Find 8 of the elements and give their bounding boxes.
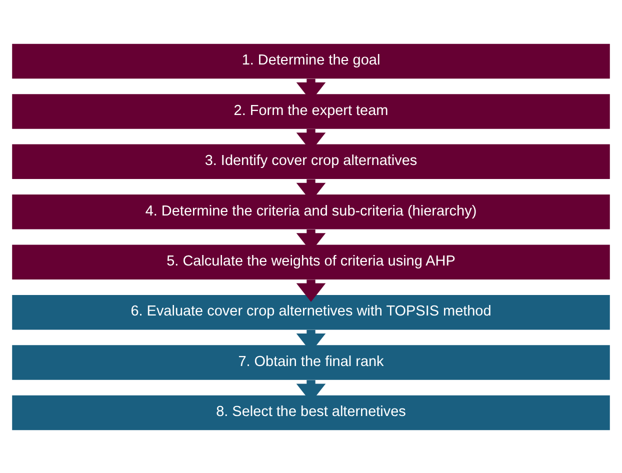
node-box: 1. Determine the goal xyxy=(12,43,610,78)
node-box: 4. Determine the criteria and sub-criteria (hierarchy) xyxy=(12,194,610,229)
node-box: 2. Form the expert team xyxy=(12,94,610,128)
node-box: 8. Select the best alternetives xyxy=(12,394,610,430)
node-box: 5. Calculate the weights of criteria using AHP xyxy=(12,244,610,279)
node-box: 3. Identify cover crop alternatives xyxy=(12,144,610,179)
node-box: 6. Evaluate cover crop alternetives with TOPSIS method xyxy=(12,294,610,330)
node-box: 7. Obtain the final rank xyxy=(12,344,610,380)
